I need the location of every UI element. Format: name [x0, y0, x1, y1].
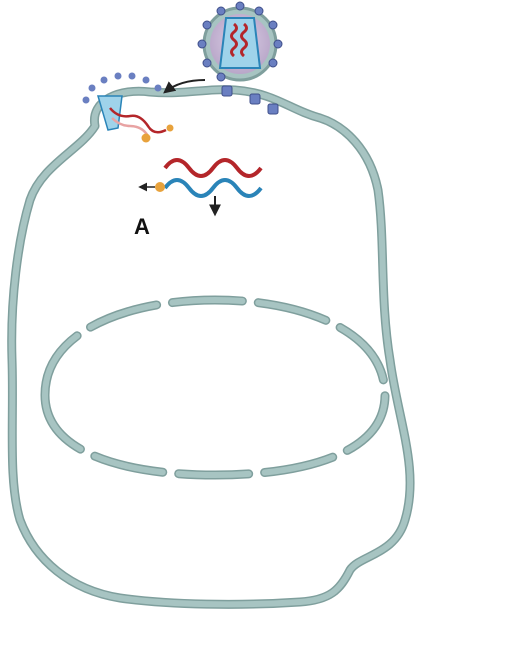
arrow-release — [163, 79, 206, 94]
cdna-strand — [163, 178, 263, 198]
released-core — [82, 72, 174, 143]
nuclear-envelope — [40, 295, 390, 480]
rna-strand — [163, 158, 263, 178]
cell-membrane — [7, 85, 415, 609]
virion-icon — [197, 1, 283, 82]
enzyme-icon — [155, 182, 165, 192]
step-a-label: A — [134, 214, 150, 239]
